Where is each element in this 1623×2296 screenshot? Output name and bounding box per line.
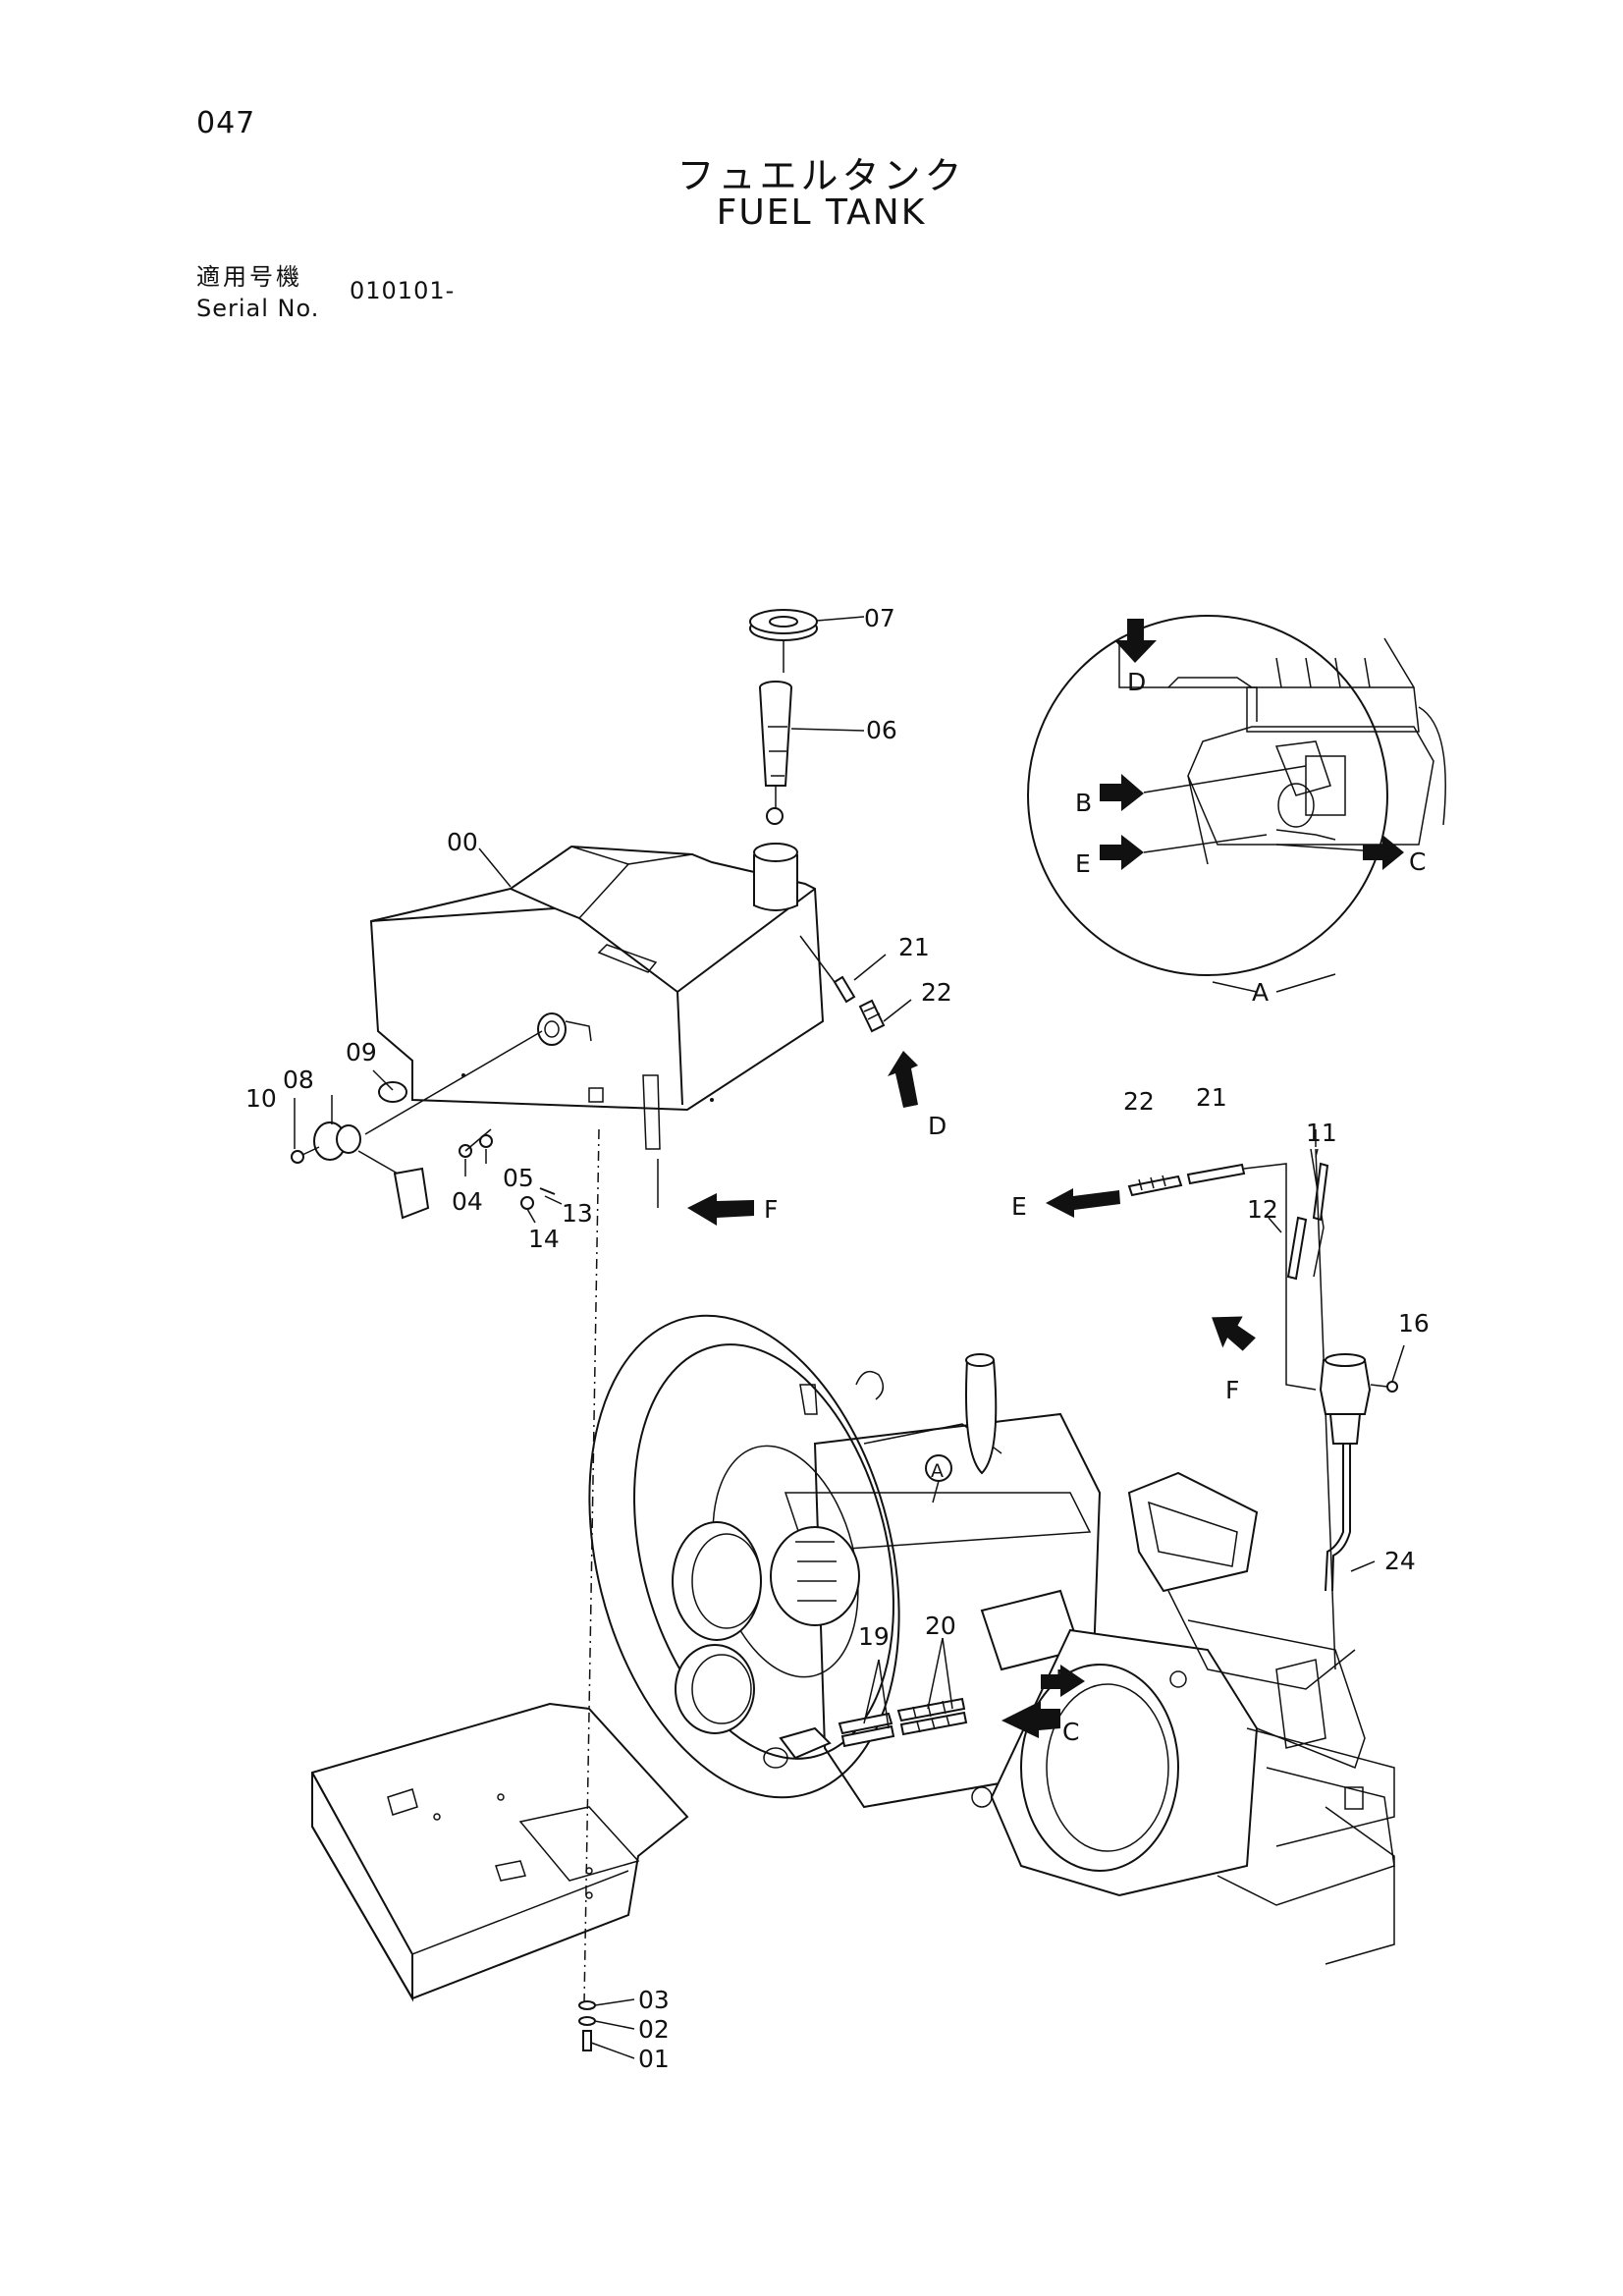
- arrow-d-detail: [1114, 619, 1157, 663]
- callout-24: 24: [1384, 1547, 1416, 1575]
- callout-02: 02: [638, 2015, 670, 2044]
- fuel-hoses-engine: [763, 1697, 968, 1769]
- view-letter-d-tank: D: [928, 1112, 947, 1140]
- callout-04: 04: [452, 1187, 483, 1216]
- drain-fittings: [291, 1030, 543, 1220]
- callout-10: 10: [245, 1084, 277, 1113]
- callout-00: 00: [447, 828, 478, 856]
- serial-label: Serial No.: [196, 295, 320, 322]
- arrow-e-hose: [1046, 1188, 1120, 1218]
- alignment-line: [583, 1128, 600, 2004]
- view-letter-f-hose: F: [1225, 1376, 1239, 1404]
- callout-19: 19: [858, 1622, 890, 1651]
- right-frame: [1127, 1471, 1395, 1965]
- mount-bolts: [578, 2000, 596, 2051]
- return-hose: [799, 935, 886, 1033]
- page-title: FUEL TANK: [716, 192, 927, 233]
- arrow-f-tank: [657, 1159, 754, 1226]
- view-letter-c-detail: C: [1409, 847, 1426, 876]
- arrow-f-hose: [1212, 1316, 1256, 1351]
- view-letter-d-detail: D: [1127, 668, 1146, 696]
- fuel-tank: [369, 843, 825, 1150]
- callout-16: 16: [1398, 1309, 1430, 1338]
- arrow-c-engine: [1001, 1701, 1060, 1738]
- fuel-hoses-right: [1127, 1148, 1398, 1670]
- engine-assembly: [588, 1314, 1102, 1809]
- drain-bolts: [459, 1128, 556, 1210]
- base-frame: [311, 1702, 1395, 2002]
- view-letter-e-detail: E: [1075, 849, 1091, 878]
- callout-22-hose: 22: [1123, 1087, 1155, 1116]
- callout-20: 20: [925, 1612, 956, 1640]
- page-title-japanese: フュエルタンク: [676, 154, 966, 197]
- arrow-e-detail: [1100, 834, 1268, 870]
- view-letter-c-engine: C: [1062, 1718, 1079, 1746]
- arrow-d-tank: [888, 1051, 918, 1108]
- arrow-c-detail: [1275, 835, 1404, 870]
- view-letter-b-detail: B: [1075, 789, 1092, 817]
- level-gauge: [759, 681, 792, 825]
- filler-cap: [749, 609, 818, 673]
- arrow-b-detail: [1100, 765, 1307, 811]
- callout-21-hose: 21: [1196, 1083, 1227, 1112]
- callout-11: 11: [1306, 1119, 1337, 1147]
- callout-21-tank: 21: [898, 933, 930, 961]
- callout-06: 06: [866, 716, 897, 744]
- callout-07: 07: [864, 604, 895, 632]
- pump-housing: [971, 1628, 1259, 1897]
- page-number: 047: [196, 106, 256, 140]
- callout-01: 01: [638, 2045, 670, 2073]
- callout-22-tank: 22: [921, 978, 952, 1007]
- callout-08: 08: [283, 1066, 314, 1094]
- view-letter-f-tank: F: [764, 1195, 778, 1224]
- serial-label-japanese: 適用号機: [196, 263, 302, 291]
- view-letter-a-detail: A: [1252, 978, 1269, 1007]
- callout-14: 14: [528, 1225, 560, 1253]
- view-letter-a-engine: A: [931, 1460, 944, 1482]
- callout-05: 05: [503, 1164, 534, 1192]
- callout-12: 12: [1247, 1195, 1278, 1224]
- callout-09: 09: [346, 1038, 377, 1066]
- detail-view-a: [1027, 615, 1446, 976]
- serial-number: 010101-: [350, 277, 456, 304]
- leader-lines: [294, 616, 1405, 2059]
- arrow-b-engine: [1041, 1665, 1085, 1697]
- callout-03: 03: [638, 1986, 670, 2014]
- view-letter-b-engine: B: [1055, 1665, 1072, 1693]
- view-letter-e-hose: E: [1011, 1192, 1027, 1221]
- callout-13: 13: [562, 1199, 593, 1228]
